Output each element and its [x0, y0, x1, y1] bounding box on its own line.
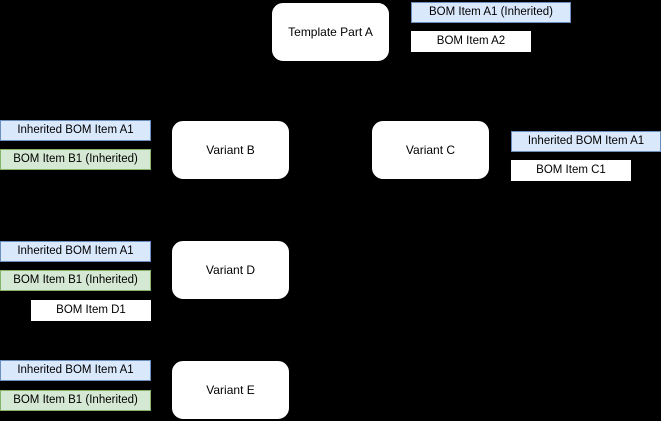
bom-item-variant-d-b1-inherited[interactable]: BOM Item B1 (Inherited)	[0, 270, 151, 291]
bom-item-a1-inherited[interactable]: BOM Item A1 (Inherited)	[411, 2, 571, 23]
node-label: Variant B	[206, 142, 255, 157]
node-label: Variant C	[405, 142, 456, 157]
bom-item-label: BOM Item C1	[536, 164, 606, 177]
bom-item-label: BOM Item A1 (Inherited)	[429, 6, 553, 19]
bom-item-variant-c-c1[interactable]: BOM Item C1	[511, 160, 631, 181]
bom-item-variant-b-b1-inherited[interactable]: BOM Item B1 (Inherited)	[0, 149, 151, 170]
bom-item-label: Inherited BOM Item A1	[527, 135, 645, 148]
bom-item-label: Inherited BOM Item A1	[17, 124, 134, 137]
node-variant-b[interactable]: Variant B	[171, 120, 290, 180]
bom-item-variant-b-inherited-a1[interactable]: Inherited BOM Item A1	[0, 120, 151, 141]
node-template-part-a[interactable]: Template Part A	[271, 2, 390, 62]
bom-item-label: BOM Item B1 (Inherited)	[13, 394, 138, 407]
bom-item-label: BOM Item D1	[56, 304, 126, 317]
bom-item-variant-e-inherited-a1[interactable]: Inherited BOM Item A1	[0, 360, 151, 381]
bom-item-label: Inherited BOM Item A1	[17, 364, 134, 377]
bom-item-label: BOM Item B1 (Inherited)	[13, 153, 138, 166]
bom-item-variant-c-inherited-a1[interactable]: Inherited BOM Item A1	[511, 131, 661, 152]
node-label: Variant E	[206, 382, 255, 397]
bom-item-variant-d-inherited-a1[interactable]: Inherited BOM Item A1	[0, 241, 151, 262]
bom-item-variant-d-d1[interactable]: BOM Item D1	[31, 300, 151, 321]
node-label: Variant D	[205, 262, 256, 277]
bom-item-label: BOM Item A2	[436, 35, 506, 48]
bom-item-a2[interactable]: BOM Item A2	[411, 31, 531, 52]
bom-item-variant-e-b1-inherited[interactable]: BOM Item B1 (Inherited)	[0, 390, 151, 411]
node-variant-e[interactable]: Variant E	[171, 360, 290, 420]
node-label: Template Part A	[288, 24, 373, 39]
node-variant-d[interactable]: Variant D	[171, 240, 290, 300]
bom-item-label: BOM Item B1 (Inherited)	[13, 274, 138, 287]
node-variant-c[interactable]: Variant C	[371, 120, 490, 180]
bom-item-label: Inherited BOM Item A1	[17, 245, 134, 258]
